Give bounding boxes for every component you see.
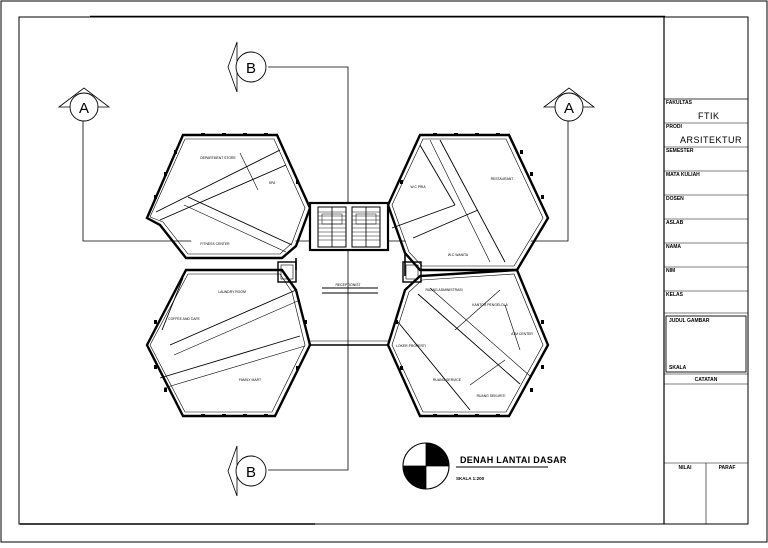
prodi-value: ARSITEKTUR — [680, 135, 742, 145]
section-marker-a-left: A — [57, 87, 111, 122]
fakultas-value: FTIK — [698, 111, 720, 121]
room-ruang-administrasi: RUANG ADMINISTRASI — [425, 288, 462, 292]
building-plan: DEPARTMENT STORE SPA FITNESS CENTER LAUN… — [145, 133, 550, 418]
room-department-store: DEPARTMENT STORE — [200, 156, 236, 160]
wing-top-left: DEPARTMENT STORE SPA FITNESS CENTER — [145, 133, 312, 260]
room-coffee-and-cafe: COFFEE AND CAFE — [168, 317, 200, 321]
marker-a-right-label: A — [564, 100, 574, 117]
stair-core — [308, 201, 390, 252]
marker-b-bottom-label: B — [246, 464, 256, 481]
marker-a-left-label: A — [79, 100, 89, 117]
room-loker-property: LOKER PROPERTI — [396, 344, 426, 348]
nama-label: NAMA — [666, 244, 681, 250]
nilai-label: NILAI — [678, 465, 692, 471]
room-laundry-room: LAUNDRY ROOM — [218, 290, 246, 294]
section-marker-b-top: B — [227, 41, 267, 93]
room-wc-pria: W.C PRIA — [410, 185, 426, 189]
paraf-label: PARAF — [719, 465, 736, 471]
room-wc-wanita: W.C WANITA — [448, 253, 469, 257]
wing-top-right: W.C PRIA RESTAURANT W.C WANITA — [386, 133, 550, 272]
wall-columns — [154, 133, 544, 417]
drawing-title-text: DENAH LANTAI DASAR — [460, 455, 567, 465]
room-restaurant: RESTAURANT — [491, 177, 514, 181]
room-kantor-pengelola: KANTOR PENGELOLA — [472, 303, 508, 307]
room-spa: SPA — [269, 181, 276, 185]
title-block: FAKULTAS FTIK PRODI ARSITEKTUR SEMESTER … — [663, 17, 748, 524]
section-marker-a-right: A — [542, 87, 596, 122]
central-lobby: RECEPTIONIST — [277, 253, 422, 346]
drawing-title: DENAH LANTAI DASAR SKALA 1:200 — [402, 442, 567, 490]
nim-label: NIM — [666, 268, 675, 274]
room-fitness-center: FITNESS CENTER — [200, 242, 230, 246]
inner-border — [18, 16, 749, 525]
room-ruang-servis: RUANG SERVICE — [433, 378, 462, 382]
wing-bottom-left: LAUNDRY ROOM COFFEE AND CAFE FAMILY MART — [145, 268, 312, 418]
aslab-label: ASLAB — [666, 220, 684, 226]
marker-b-top-label: B — [246, 60, 256, 77]
room-family-mart: FAMILY MART — [239, 378, 261, 382]
kelas-label: KELAS — [666, 292, 684, 298]
drawing-scale-text: SKALA 1:200 — [456, 476, 485, 481]
skala-label: SKALA — [669, 365, 687, 371]
room-ruang-sekuriti: RUANG SEKURITI — [477, 394, 506, 398]
mata-kuliah-label: MATA KULIAH — [666, 172, 700, 178]
section-marker-b-bottom: B — [227, 445, 267, 497]
prodi-label: PRODI — [666, 124, 682, 130]
room-atm-center: ATM CENTER — [511, 332, 533, 336]
semester-label: SEMESTER — [666, 148, 694, 154]
room-receptionist: RECEPTIONIST — [335, 283, 360, 287]
wing-bottom-right: RUANG ADMINISTRASI KANTOR PENGELOLA ATM … — [386, 268, 550, 418]
fakultas-label: FAKULTAS — [666, 100, 693, 106]
catatan-label: CATATAN — [695, 377, 718, 383]
judul-gambar-label: JUDUL GAMBAR — [669, 318, 710, 324]
dosen-label: DOSEN — [666, 196, 684, 202]
